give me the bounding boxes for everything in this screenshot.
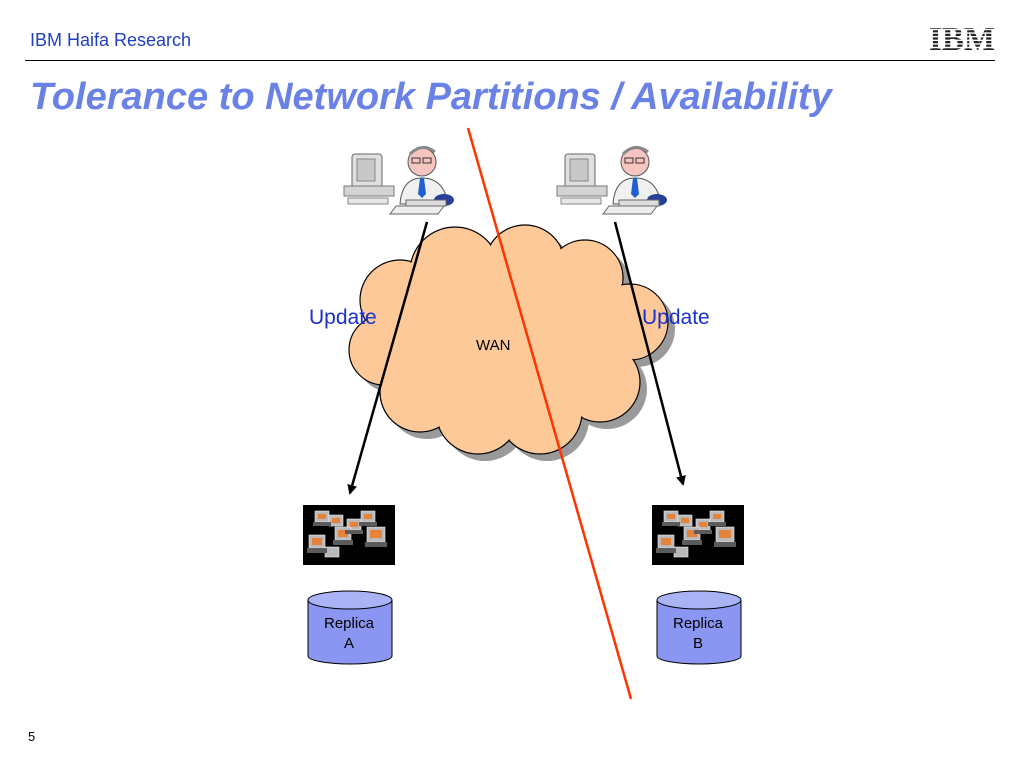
slide-title: Tolerance to Network Partitions / Availa… [30,76,832,118]
replica-b-label: Replica B [656,614,740,654]
wan-label: WAN [476,337,511,354]
replica-b-line1: Replica [672,615,724,632]
ibm-logo: IBM [929,23,995,50]
replica-b-line2: B [692,635,703,652]
right-update-label: Update [642,306,710,329]
right-update-arrow [613,221,686,486]
left-update-arrow [347,221,429,495]
replica-a-line2: A [343,635,354,652]
wan-cloud-fill-cover [350,226,667,453]
left-update-label: Update [309,306,377,329]
server-cluster-icon [651,504,745,566]
network-partition-line [466,127,633,700]
header-org-name: IBM Haifa Research [30,30,192,50]
database-icon [307,590,393,665]
replica-a-line1: Replica [323,615,375,632]
header-rule [25,60,995,61]
replica-a-label: Replica A [307,614,391,654]
server-cluster-icon [302,504,396,566]
user-at-computer-icon [551,140,675,216]
page-number: 5 [28,729,36,744]
user-at-computer-icon [338,140,462,216]
database-icon [656,590,742,665]
